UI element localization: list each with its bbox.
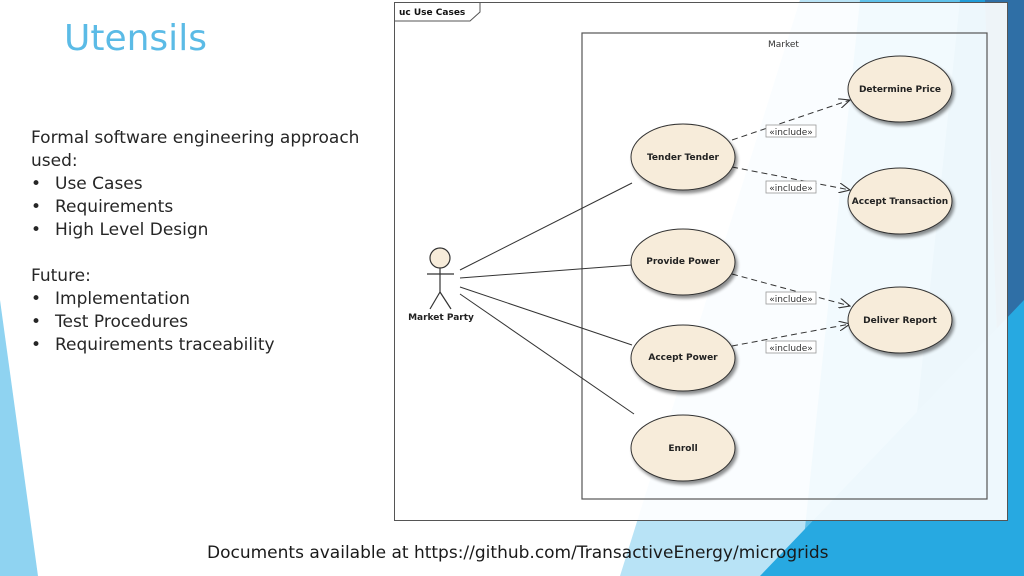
- list-item: Test Procedures: [31, 311, 371, 334]
- body-text: Formal software engineering approach use…: [31, 127, 371, 357]
- frame-label: uc Use Cases: [399, 8, 465, 18]
- use-case-label: Accept Power: [648, 353, 718, 363]
- approach-list: Use Cases Requirements High Level Design: [31, 173, 371, 242]
- left-accent-shape: [0, 300, 38, 576]
- footer-text: Documents available at https://github.co…: [207, 543, 829, 563]
- list-item: High Level Design: [31, 219, 371, 242]
- actor-figure: [427, 247, 454, 310]
- list-item: Requirements: [31, 196, 371, 219]
- use-case-label: Enroll: [668, 444, 697, 454]
- include-label: «include»: [769, 128, 813, 138]
- list-item: Requirements traceability: [31, 334, 371, 357]
- system-boundary: [581, 32, 988, 500]
- list-item: Implementation: [31, 288, 371, 311]
- include-label: «include»: [769, 344, 813, 354]
- include-label: «include»: [769, 184, 813, 194]
- use-case-label: Accept Transaction: [852, 197, 948, 207]
- use-case-accept-power: Accept Power: [630, 324, 736, 392]
- slide-title: Utensils: [64, 18, 207, 59]
- include-arrow: [731, 166, 850, 190]
- include-arrow: [731, 324, 850, 347]
- use-case-accept-transaction: Accept Transaction: [847, 167, 953, 235]
- association-line: [459, 182, 633, 271]
- use-case-label: Provide Power: [646, 257, 720, 267]
- use-case-tender-tender: Tender Tender: [630, 123, 736, 191]
- use-case-diagram: uc Use Cases Market «include» «include» …: [394, 2, 1008, 521]
- actor-head: [429, 247, 451, 269]
- list-item: Use Cases: [31, 173, 371, 196]
- actor-label: Market Party: [408, 313, 474, 323]
- future-list: Implementation Test Procedures Requireme…: [31, 288, 371, 357]
- association-line: [459, 286, 633, 346]
- use-case-label: Deliver Report: [863, 316, 937, 326]
- future-label: Future:: [31, 266, 91, 286]
- intro-text: Formal software engineering approach use…: [31, 128, 360, 171]
- use-case-deliver-report: Deliver Report: [847, 286, 953, 354]
- include-arrow: [731, 100, 850, 141]
- system-label: Market: [768, 40, 799, 50]
- use-case-label: Tender Tender: [647, 153, 720, 163]
- include-label: «include»: [769, 295, 813, 305]
- association-line: [459, 264, 633, 279]
- include-arrow: [731, 273, 850, 306]
- association-line: [459, 293, 635, 415]
- frame-tab: [394, 2, 481, 22]
- use-case-enroll: Enroll: [630, 414, 736, 482]
- use-case-provide-power: Provide Power: [630, 228, 736, 296]
- use-case-label: Determine Price: [859, 85, 941, 95]
- use-case-determine-price: Determine Price: [847, 55, 953, 123]
